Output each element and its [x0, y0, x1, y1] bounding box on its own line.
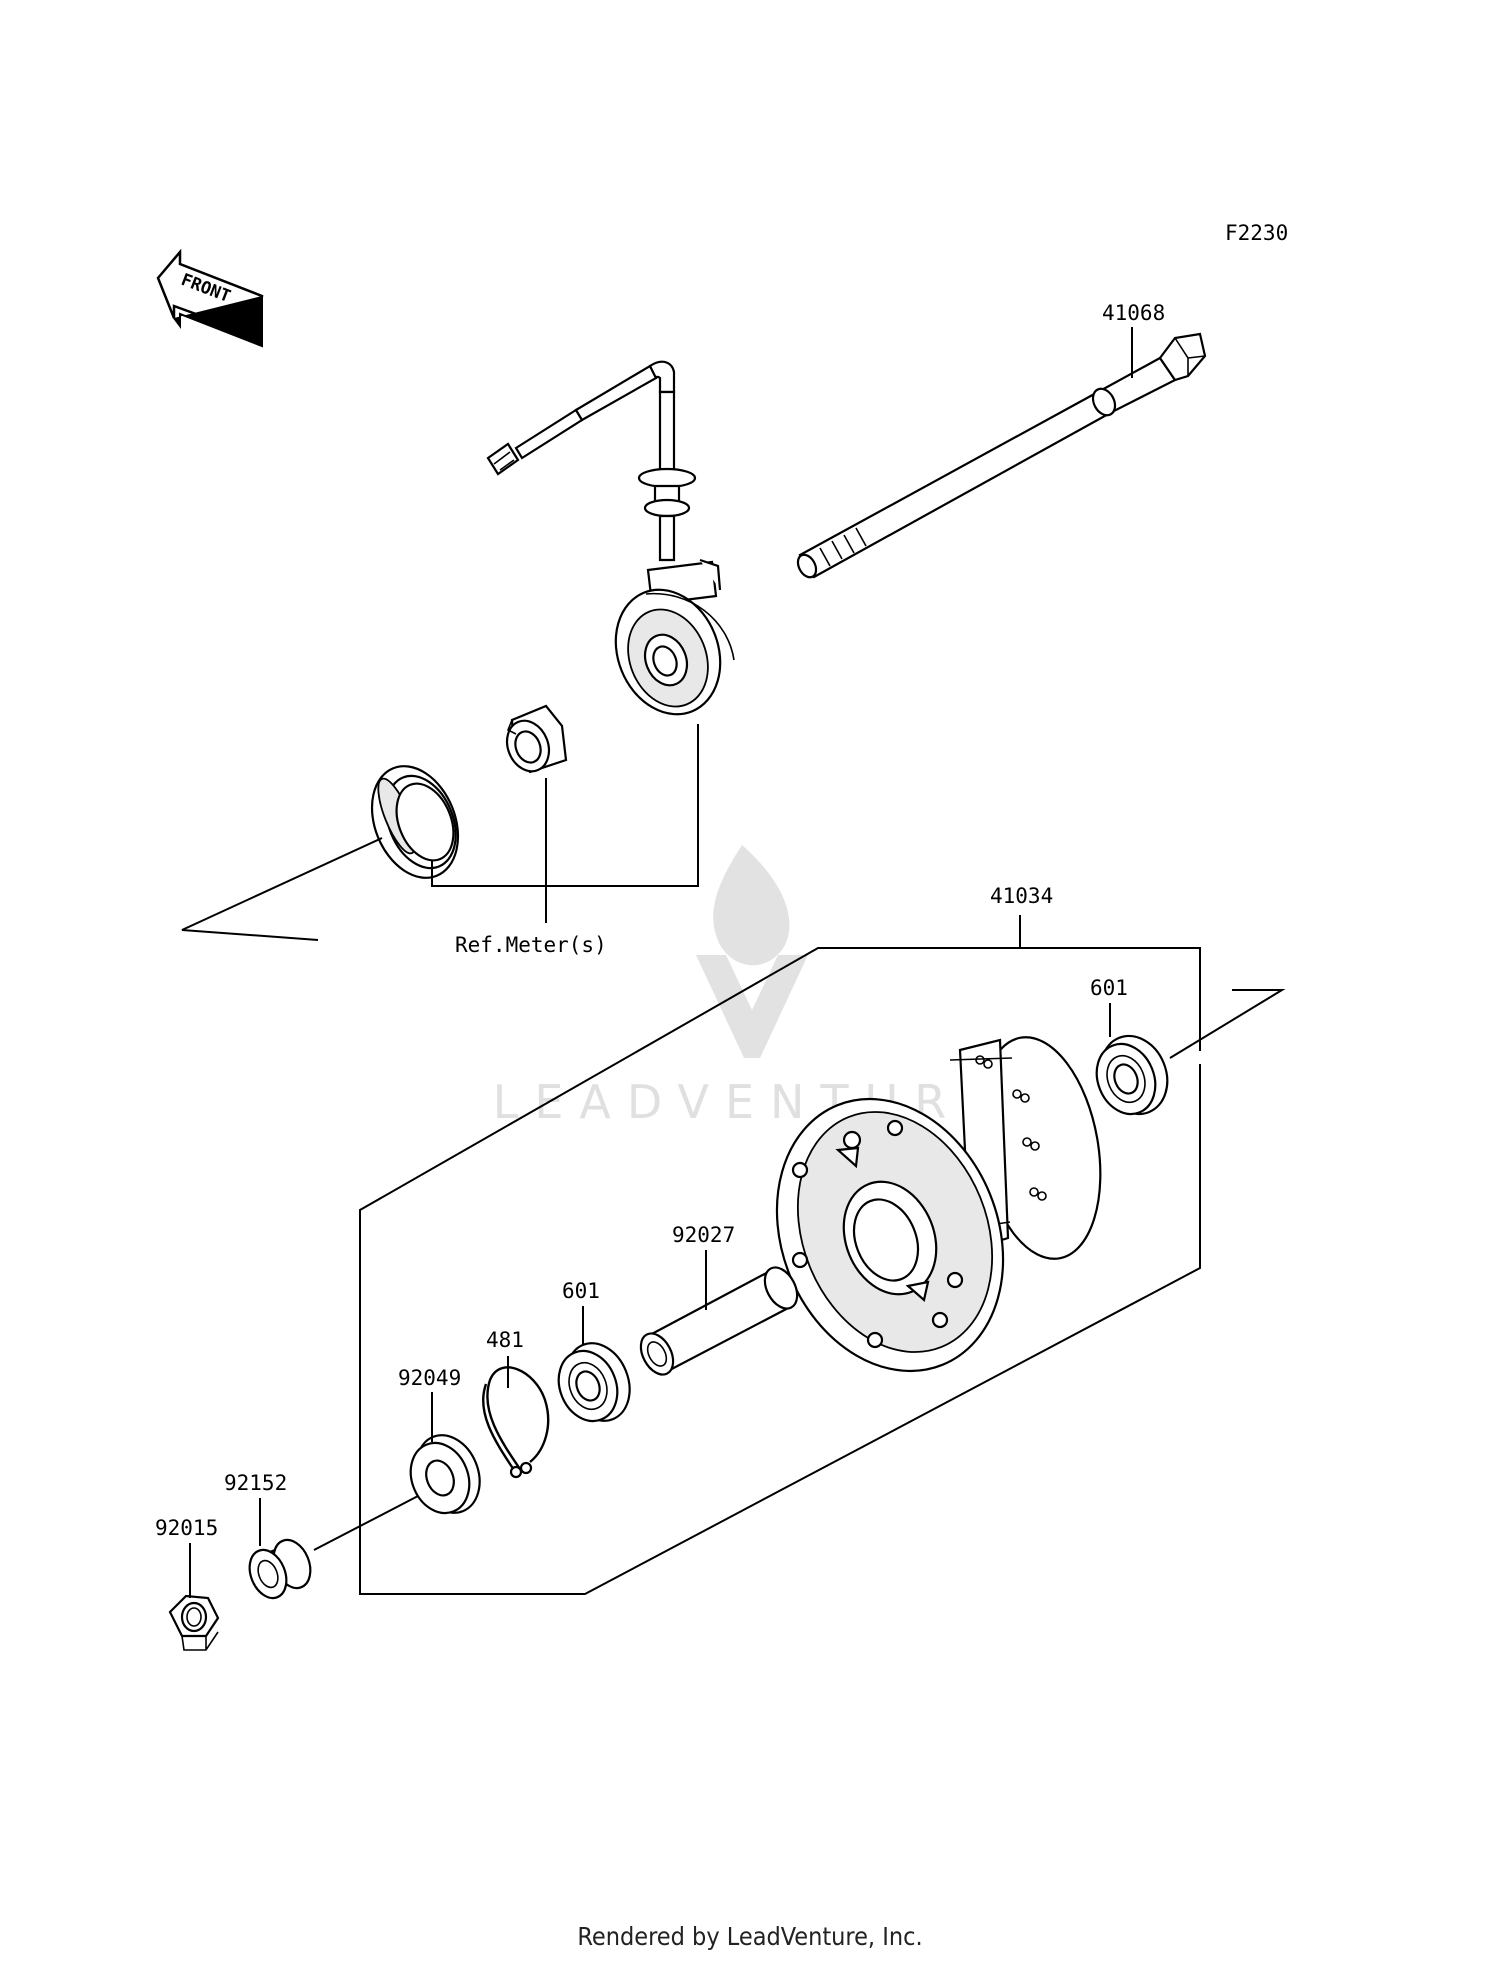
label-41068: 41068 — [1102, 301, 1165, 325]
label-481: 481 — [486, 1328, 524, 1352]
ref-meter-label: Ref.Meter(s) — [455, 933, 607, 957]
ref-meter-bracket — [431, 724, 699, 923]
label-92015: 92015 — [155, 1516, 218, 1540]
label-601-left: 601 — [562, 1279, 600, 1303]
label-92152: 92152 — [224, 1471, 287, 1495]
label-92027: 92027 — [672, 1223, 735, 1247]
label-41034: 41034 — [990, 884, 1053, 908]
collar-92049[interactable] — [401, 1426, 491, 1523]
circlip-481[interactable] — [481, 1366, 550, 1479]
spacer-92027[interactable] — [634, 1262, 803, 1380]
leadventure-logo-icon — [696, 845, 808, 1058]
speedometer-drive-gear — [505, 704, 568, 774]
hub-assembly-bracket — [359, 947, 1201, 1595]
label-92049: 92049 — [398, 1366, 461, 1390]
footer-credit: Rendered by LeadVenture, Inc. — [577, 1922, 923, 1951]
label-601-right: 601 — [1090, 976, 1128, 1000]
bearing-601-left[interactable] — [549, 1334, 641, 1431]
speedometer-cable — [486, 360, 697, 562]
watermark: LEADVENTURE — [493, 845, 991, 1129]
axle-41068[interactable] — [794, 332, 1207, 580]
grease-seal — [370, 765, 460, 879]
bearing-601-right[interactable] — [1087, 1026, 1179, 1124]
speedometer-gear-housing — [614, 558, 735, 716]
front-arrow-icon: FRONT — [156, 248, 264, 348]
nut-92015[interactable] — [168, 1594, 220, 1651]
diagram-code: F2230 — [1225, 221, 1288, 245]
hub-41034[interactable] — [737, 1028, 1116, 1406]
bushing-92152[interactable] — [243, 1534, 317, 1603]
